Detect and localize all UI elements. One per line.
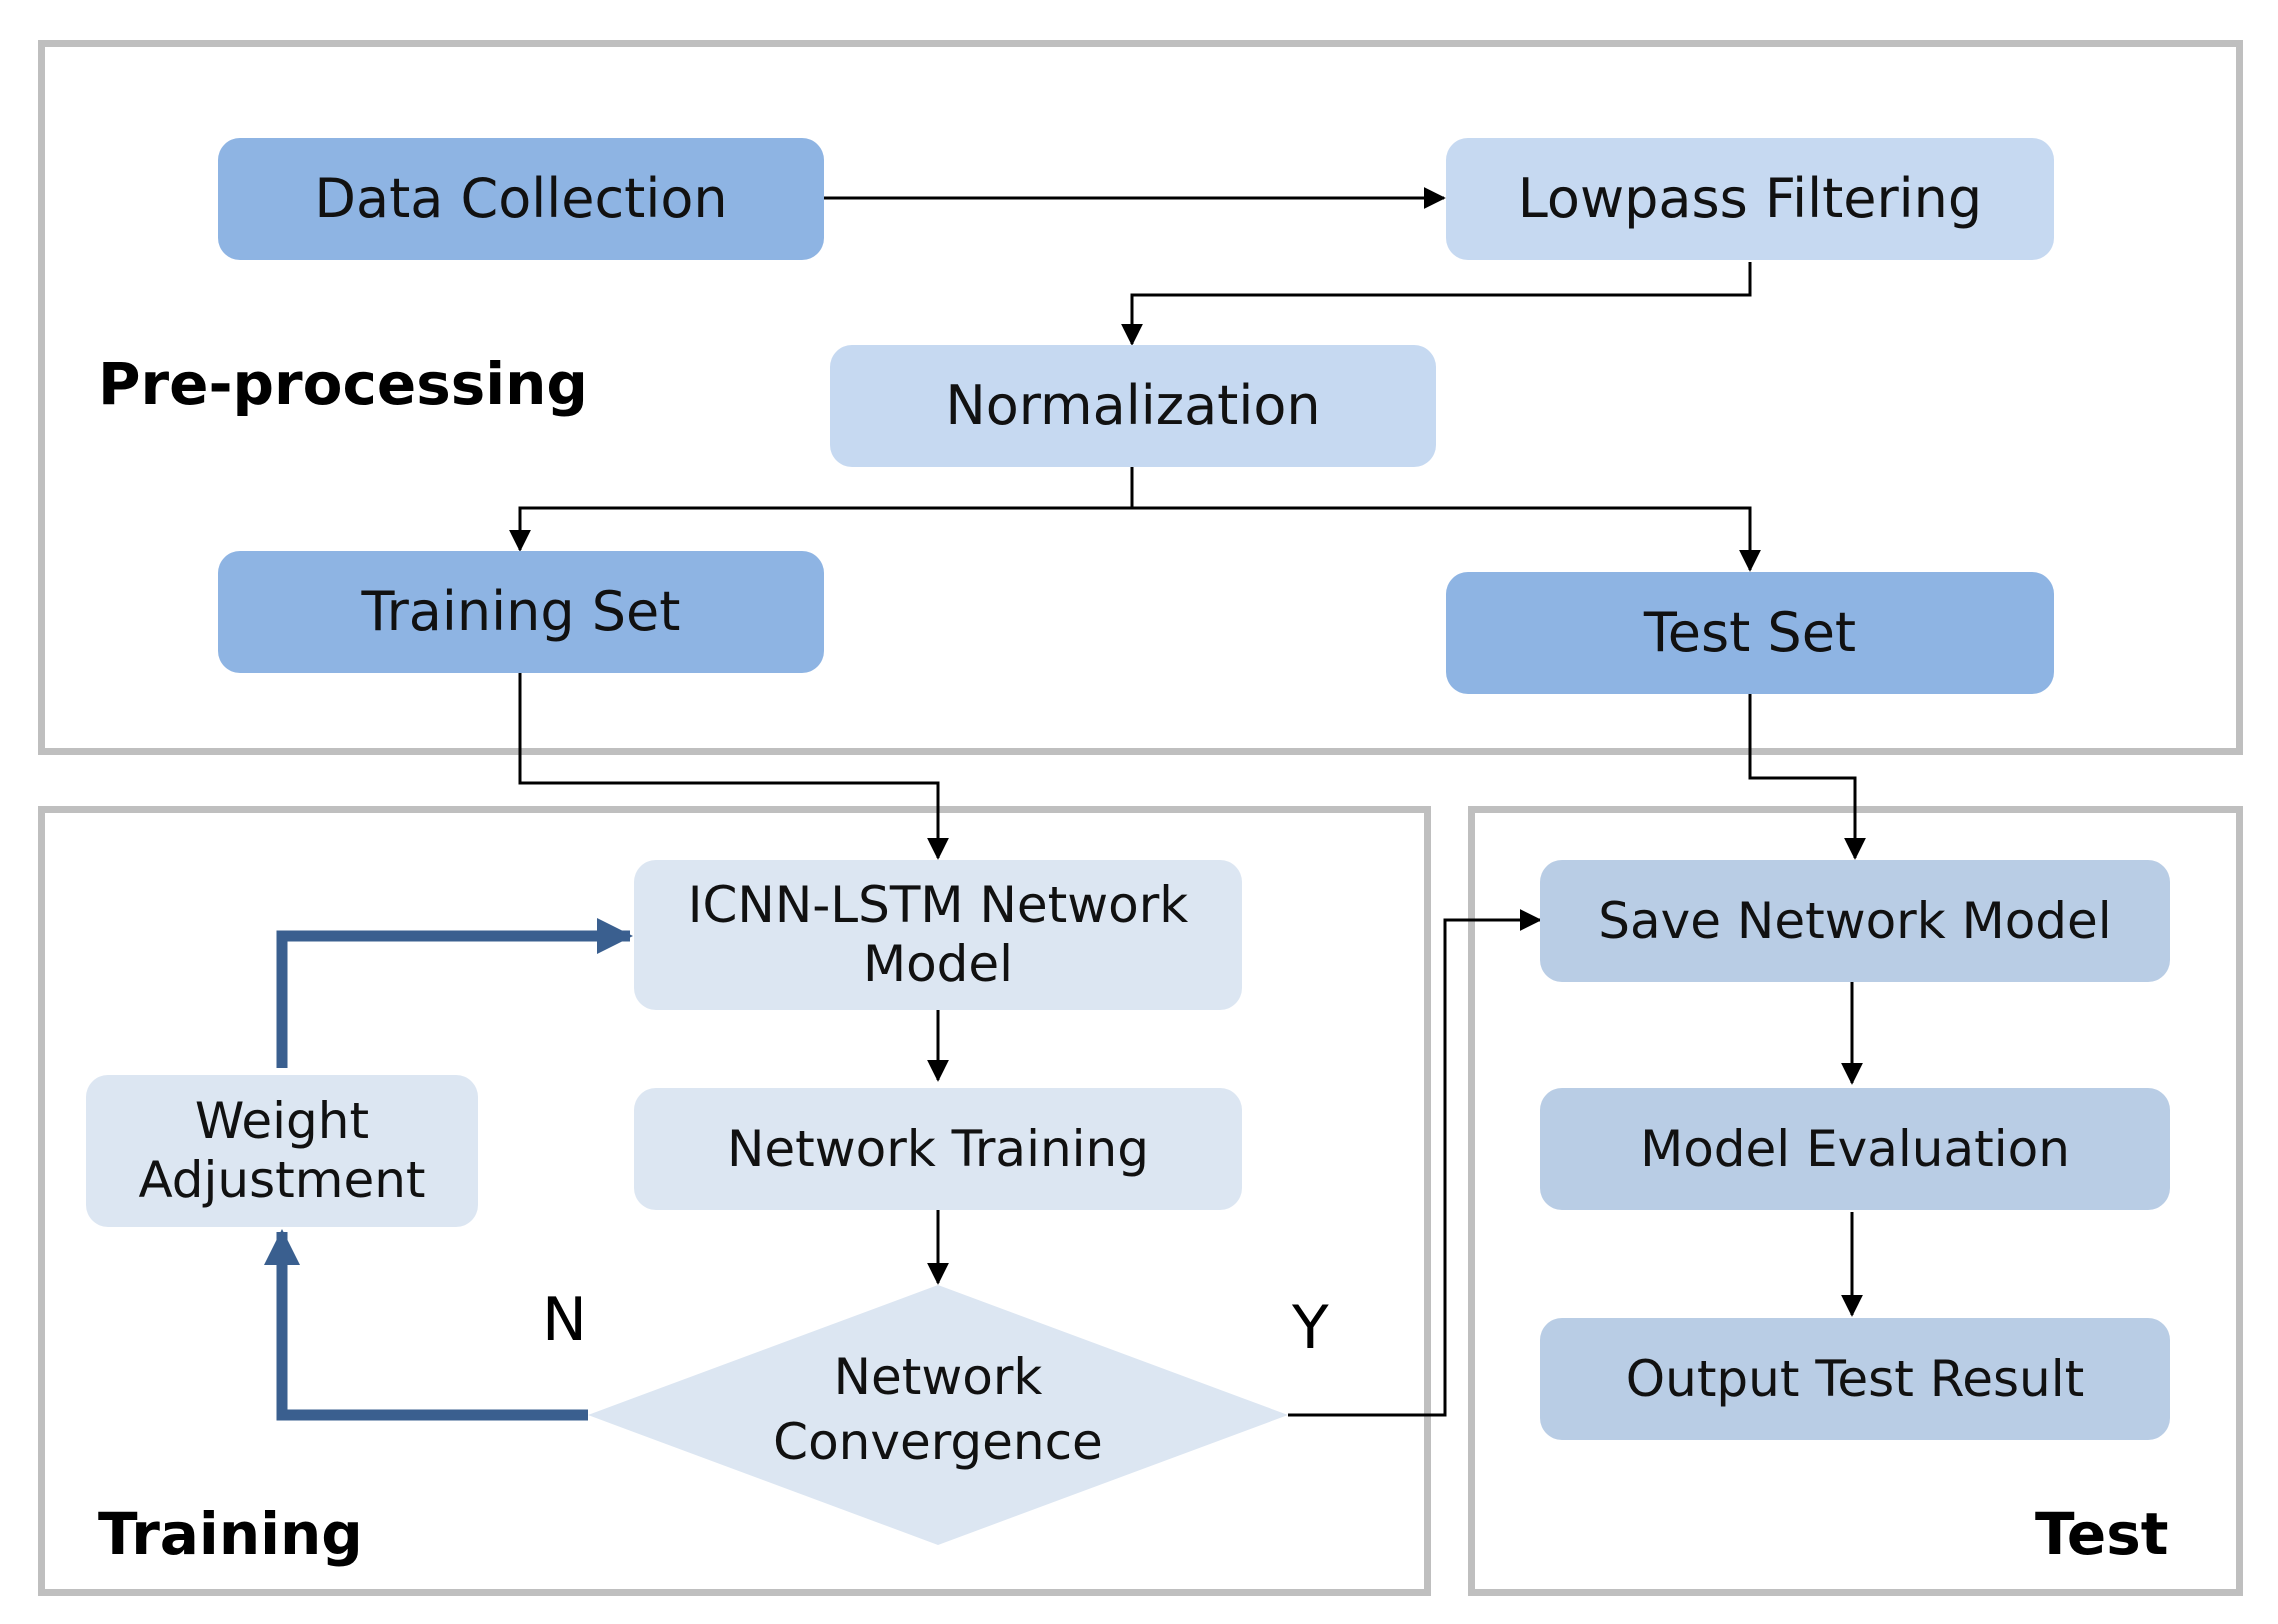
arrow-convergence-no <box>264 1229 588 1421</box>
normalization-box: Normalization <box>830 345 1436 467</box>
test-label: Test <box>2035 1500 2169 1568</box>
training-label: Training <box>98 1500 363 1568</box>
lowpass-filtering-label: Lowpass Filtering <box>1517 167 1983 231</box>
data-collection-label: Data Collection <box>314 167 728 231</box>
output-test-result-label: Output Test Result <box>1625 1349 2085 1408</box>
save-network-model-label: Save Network Model <box>1598 891 2112 950</box>
test-set-box: Test Set <box>1446 572 2054 694</box>
output-test-result-box: Output Test Result <box>1540 1318 2170 1440</box>
convergence-line1: Network <box>833 1348 1043 1406</box>
weight-adjustment-line1: Weight <box>194 1092 370 1150</box>
no-label: N <box>542 1285 587 1355</box>
test-set-label: Test Set <box>1643 601 1857 665</box>
lowpass-filtering-box: Lowpass Filtering <box>1446 138 2054 260</box>
arrow-filtering-to-normalization <box>1121 262 1752 346</box>
arrow-convergence-yes <box>1288 909 1542 1417</box>
arrow-normalization-to-test-set <box>1132 506 1761 572</box>
preprocessing-label: Pre-processing <box>98 350 588 418</box>
convergence-line2: Convergence <box>773 1413 1103 1471</box>
icnn-lstm-model-line1: ICNN-LSTM Network <box>687 876 1189 934</box>
arrow-training-set-to-model <box>518 672 949 860</box>
model-evaluation-label: Model Evaluation <box>1640 1119 2070 1178</box>
preprocessing-panel <box>38 40 2243 755</box>
yes-label: Y <box>1292 1293 1329 1363</box>
icnn-lstm-model-line2: Model <box>862 935 1014 993</box>
data-collection-box: Data Collection <box>218 138 824 260</box>
weight-adjustment-line2: Adjustment <box>138 1151 426 1209</box>
arrow-normalization-to-training-set <box>509 466 1134 552</box>
convergence-text: Network Convergence <box>738 1345 1138 1475</box>
model-evaluation-box: Model Evaluation <box>1540 1088 2170 1210</box>
arrow-weight-to-model <box>276 918 633 1068</box>
convergence-diamond <box>588 1285 1288 1545</box>
training-panel <box>38 806 1431 1596</box>
arrow-test-set-to-save <box>1748 693 1866 860</box>
weight-adjustment-box: Weight Adjustment <box>86 1075 478 1227</box>
icnn-lstm-model-box: ICNN-LSTM Network Model <box>634 860 1242 1010</box>
network-training-label: Network Training <box>727 1119 1149 1178</box>
normalization-label: Normalization <box>945 374 1321 438</box>
training-set-label: Training Set <box>361 580 681 644</box>
save-network-model-box: Save Network Model <box>1540 860 2170 982</box>
network-training-box: Network Training <box>634 1088 1242 1210</box>
training-set-box: Training Set <box>218 551 824 673</box>
